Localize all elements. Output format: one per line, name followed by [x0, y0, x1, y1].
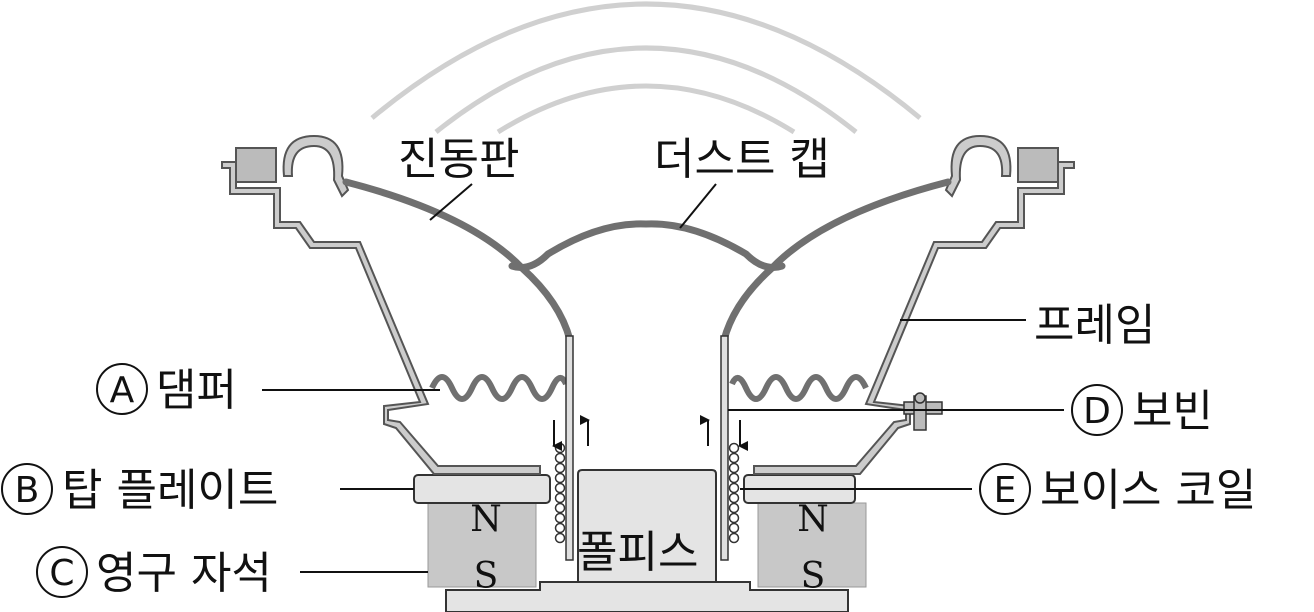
- marker-b-circle: [1, 463, 53, 515]
- top-plate-label: 탑 플레이트: [62, 465, 278, 516]
- voice-coil-left: [554, 442, 566, 544]
- pole-s-right: S: [801, 556, 826, 597]
- magnet-right: [757, 502, 867, 588]
- bottom-plate: [445, 581, 849, 612]
- marker-d-circle: [1071, 384, 1123, 436]
- marker-a-circle: [96, 363, 148, 415]
- magnet-label: 영구 자석: [96, 548, 272, 599]
- bobbin-label: 보빈: [1132, 386, 1213, 437]
- frame-label: 프레임: [1034, 300, 1155, 351]
- voice-coil-right: [728, 442, 740, 544]
- pole-piece-shape: [577, 469, 717, 583]
- leader-lines: [262, 183, 1064, 573]
- diaphragm-label: 진동판: [398, 134, 519, 185]
- pole-n-right: N: [797, 499, 829, 540]
- bobbin-right: [720, 335, 729, 561]
- marker-a: A: [110, 370, 135, 411]
- magnet-left: [427, 502, 537, 588]
- pole-piece-label: 폴피스: [577, 527, 698, 578]
- marker-e: E: [994, 470, 1017, 511]
- frame-left: [221, 134, 541, 475]
- frame-right: [753, 134, 1075, 475]
- force-arrows: [552, 415, 748, 451]
- voice-coil-label: 보이스 코일: [1040, 465, 1256, 516]
- sound-waves: [370, 1, 922, 135]
- pole-s-left: S: [474, 556, 499, 597]
- pole-n-left: N: [470, 499, 502, 540]
- diaphragm-cone: [342, 178, 952, 344]
- marker-c: C: [49, 553, 74, 594]
- dust-cap-label: 더스트 캡: [654, 134, 830, 185]
- marker-e-circle: [979, 463, 1031, 515]
- damper-wave: [429, 374, 869, 402]
- marker-c-circle: [36, 546, 88, 598]
- marker-b: B: [15, 470, 40, 511]
- damper-label: 댐퍼: [156, 365, 237, 416]
- bobbin-left: [565, 335, 574, 561]
- marker-d: D: [1083, 391, 1111, 432]
- dust-cap-shape: [508, 220, 786, 271]
